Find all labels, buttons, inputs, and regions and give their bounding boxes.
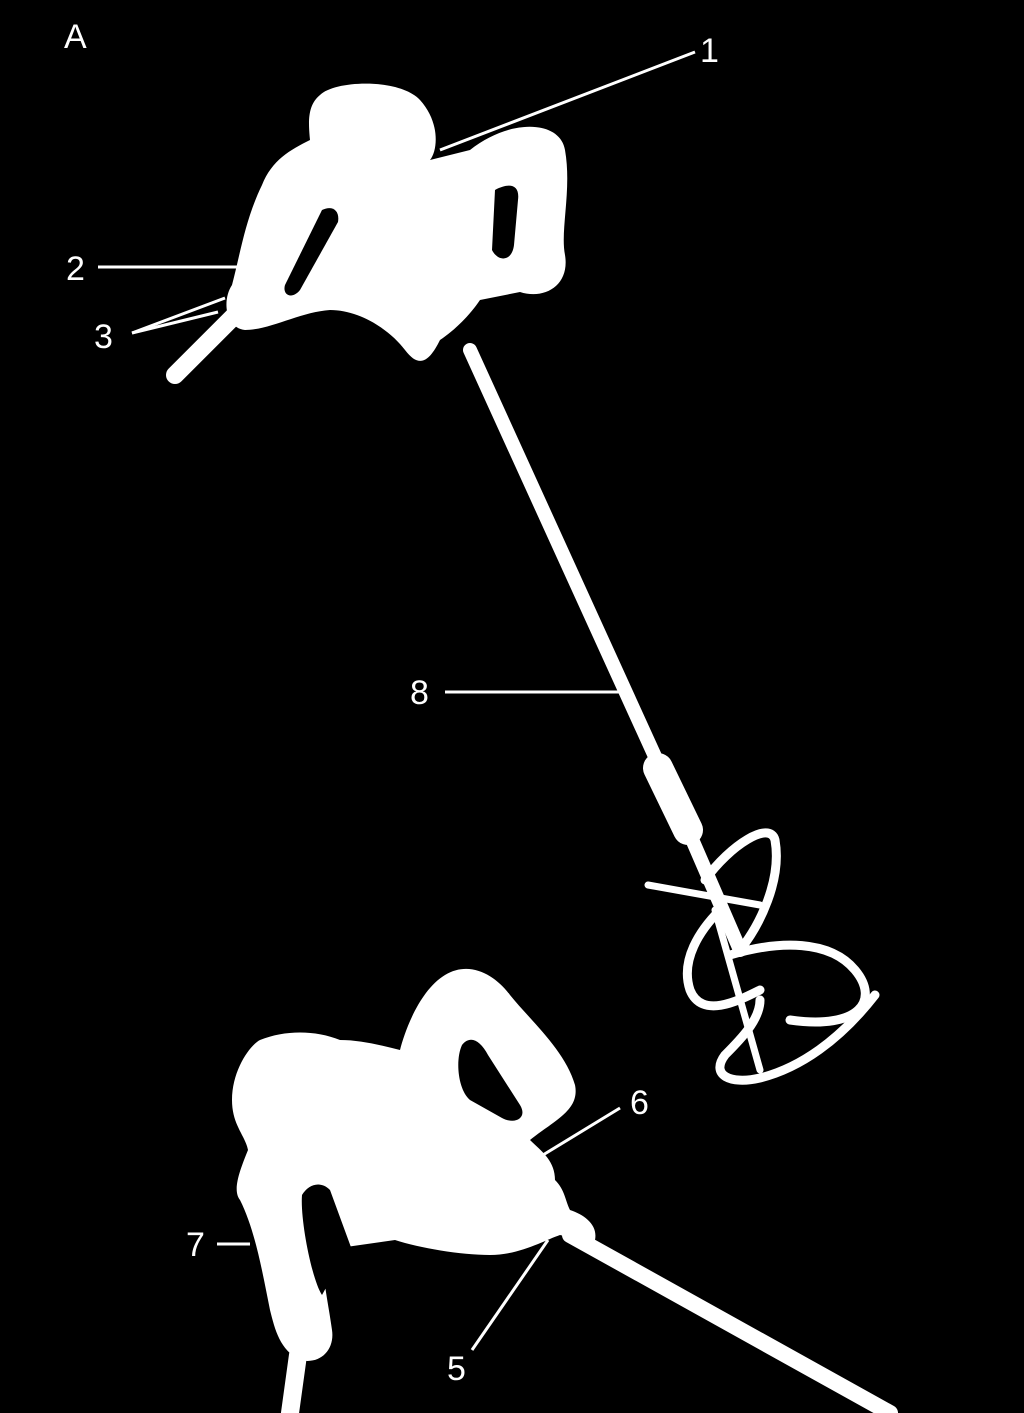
panel-label: A (64, 18, 87, 56)
callout-7: 7 (186, 1226, 250, 1264)
svg-text:5: 5 (447, 1350, 466, 1388)
svg-text:6: 6 (630, 1084, 649, 1122)
bottom-side-handle (281, 1346, 307, 1413)
callout-1: 1 (439, 32, 719, 152)
top-shaft (463, 343, 675, 792)
bottom-motor-housing (232, 968, 596, 1361)
svg-text:2: 2 (66, 250, 85, 288)
top-motor-housing (226, 83, 568, 361)
top-shaft-collar (643, 753, 703, 845)
callout-3: 3 (94, 296, 226, 356)
top-mixer-silhouette (166, 83, 880, 1085)
svg-text:7: 7 (186, 1226, 205, 1264)
bottom-shaft (562, 1227, 898, 1413)
callout-5: 5 (447, 1239, 550, 1388)
svg-text:3: 3 (94, 318, 113, 356)
callout-6: 6 (537, 1084, 649, 1160)
bottom-handle-gap-left (301, 1184, 352, 1295)
top-shaft-lower (681, 823, 747, 957)
top-side-handle (166, 301, 249, 384)
callout-8: 8 (410, 674, 625, 712)
top-handle-gap-right (492, 185, 519, 259)
top-handle-gap-left (284, 208, 339, 296)
mixing-paddle (644, 828, 880, 1085)
bottom-handle-gap-top (458, 1039, 523, 1121)
svg-text:1: 1 (700, 32, 719, 70)
svg-text:8: 8 (410, 674, 429, 712)
callout-2: 2 (66, 250, 238, 288)
bottom-mixer-silhouette (232, 968, 898, 1413)
